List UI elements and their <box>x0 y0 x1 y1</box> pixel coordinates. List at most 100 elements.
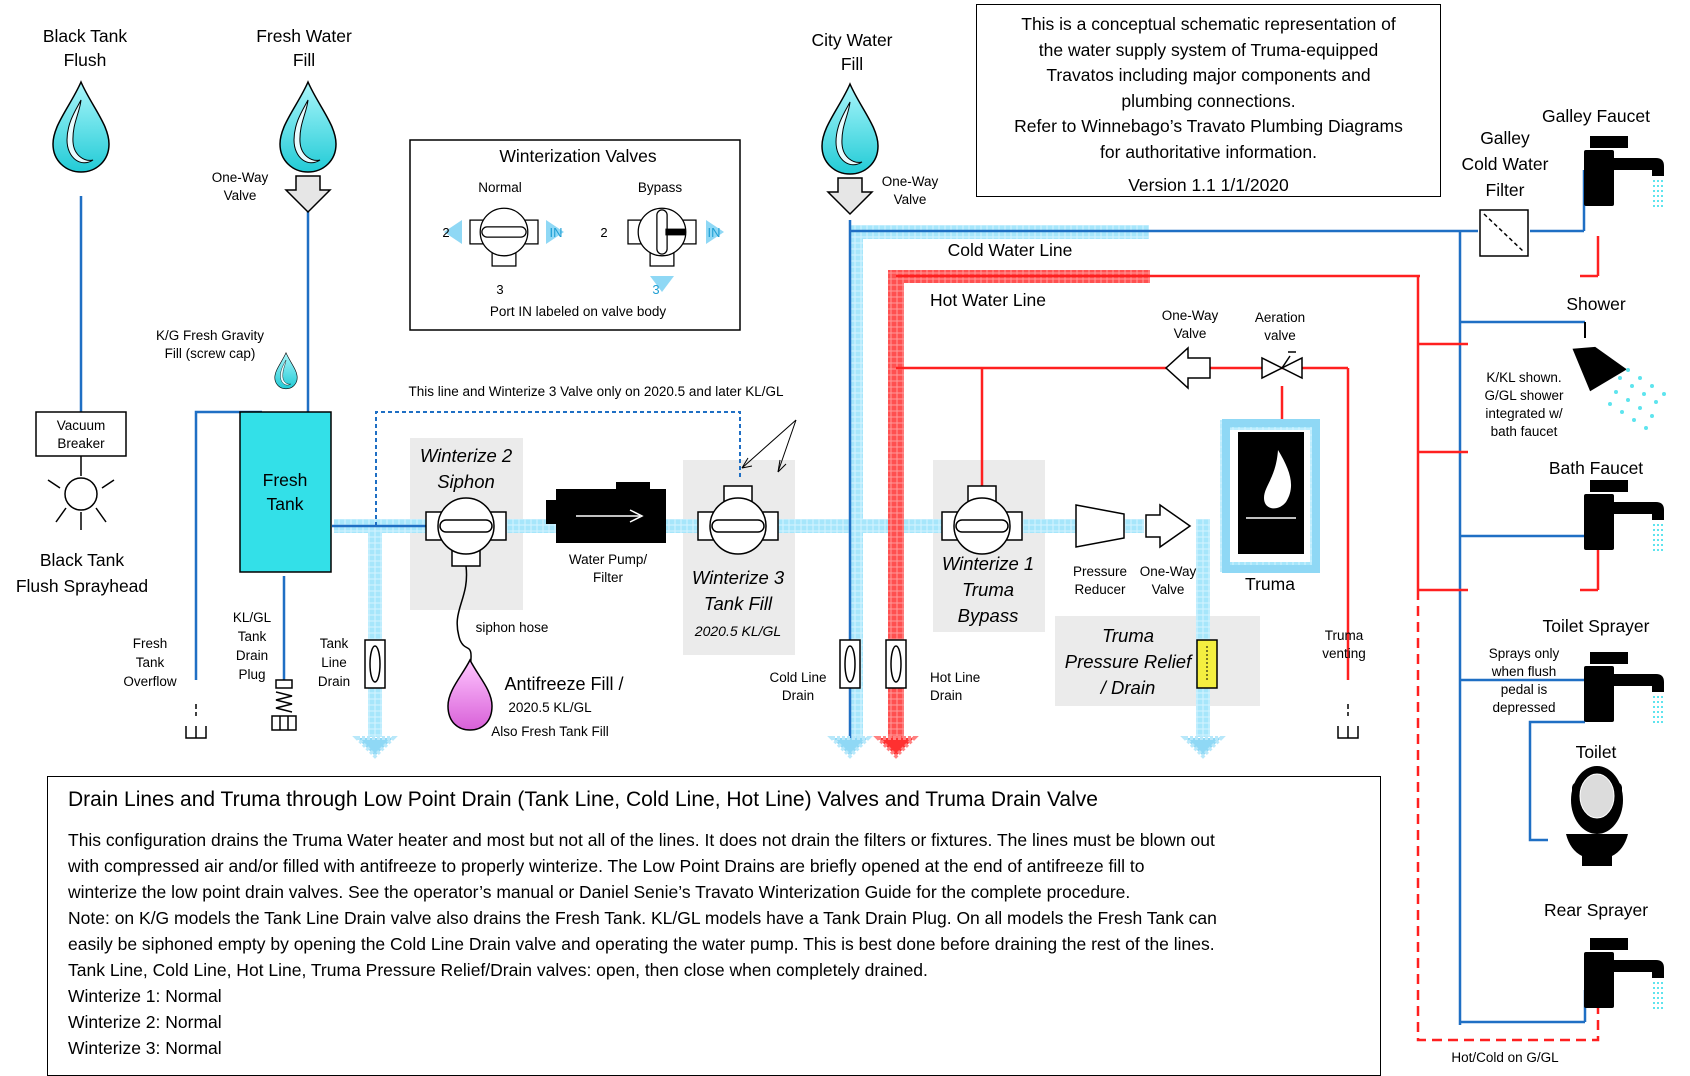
siphon-hose-label: siphon hose <box>476 620 549 635</box>
dashed-siphon-line <box>375 411 741 526</box>
hot-cold-gl-dashed <box>1416 590 1600 1042</box>
winterize3-note: 2020.5 KL/GL <box>694 623 781 639</box>
drain-instructions-line: with compressed air and/or filled with a… <box>68 856 1145 876</box>
one-way-valve-mid-arrow-icon <box>1145 503 1192 549</box>
note-line: Refer to Winnebago’s Travato Plumbing Di… <box>1014 116 1403 136</box>
cold-line-drain-valve[interactable] <box>839 639 861 689</box>
vacuum-breaker-box <box>35 411 127 457</box>
hot-water-line-label: Hot Water Line <box>930 290 1046 310</box>
truma-label: Truma <box>1245 574 1295 594</box>
aeration-valve-icon <box>1261 351 1303 380</box>
drain-instructions-line: This configuration drains the Truma Wate… <box>68 830 1215 850</box>
cold-line-drain-arrow-icon <box>830 736 870 758</box>
toilet-sprayer-label: Toilet Sprayer <box>1543 616 1650 636</box>
galley-faucet-label: Galley Faucet <box>1542 106 1650 126</box>
disclaimer-note: This is a conceptual schematic represent… <box>976 4 1441 197</box>
shower-label: Shower <box>1566 294 1626 314</box>
note-line: the water supply system of Truma-equippe… <box>1038 39 1379 60</box>
note-leader-lines <box>741 419 797 473</box>
city-one-way-valve-arrow-down-icon <box>826 177 874 216</box>
antifreeze-drop-icon <box>447 658 493 731</box>
truma-heater-glow <box>1222 419 1320 573</box>
tank-line-drain-valve[interactable] <box>364 639 386 689</box>
one-way-valve-arrow-down-icon <box>284 175 332 214</box>
note-version: Version 1.1 1/1/2020 <box>1128 175 1289 195</box>
drain-instructions-line: Winterize 2: Normal <box>68 1012 222 1032</box>
fresh-tank-overflow-drain-icon <box>185 703 207 739</box>
note-line: for authoritative information. <box>1100 141 1317 162</box>
rear-sprayer-icon <box>1583 937 1665 1011</box>
hot-cold-gl-label: Hot/Cold on G/GL <box>1451 1050 1559 1065</box>
note-line: Travatos including major components and <box>1046 65 1371 85</box>
drain-instructions-line: winterize the low point drain valves. Se… <box>68 882 1131 902</box>
galley-faucet-icon <box>1583 135 1665 209</box>
water-pump <box>546 482 666 543</box>
drain-instructions: Drain Lines and Truma through Low Point … <box>47 776 1381 1076</box>
drain-instructions-title: Drain Lines and Truma through Low Point … <box>68 788 1098 811</box>
legend-footer: Port IN labeled on valve body <box>490 304 667 319</box>
pressure-reducer-icon <box>1075 504 1125 548</box>
drain-instructions-line: Tank Line, Cold Line, Hot Line, Truma Pr… <box>68 960 928 980</box>
shower-head-icon <box>1572 322 1666 430</box>
hot-line-drain-valve[interactable] <box>885 639 907 689</box>
drain-instructions-line: Winterize 1: Normal <box>68 986 222 1006</box>
truma-relief-panel <box>1055 616 1260 706</box>
drain-plug-icon <box>271 679 297 731</box>
legend-bypass-port3: 3 <box>652 282 659 297</box>
truma-drain-arrow-icon <box>1183 736 1223 758</box>
siphon-hose <box>456 565 472 669</box>
toilet-label: Toilet <box>1576 742 1617 762</box>
antifreeze-fill-2-label: 2020.5 KL/GL <box>508 700 592 715</box>
truma-venting-drain-icon <box>1337 703 1359 739</box>
one-way-valve-top-arrow-icon <box>1164 346 1211 390</box>
bath-faucet-label: Bath Faucet <box>1549 458 1643 478</box>
drain-instructions-line: easily be siphoned empty by opening the … <box>68 934 1215 954</box>
legend-bypass-portin: IN <box>708 225 721 240</box>
antifreeze-fill-3-label: Also Fresh Tank Fill <box>491 724 609 739</box>
dashed-line-note: This line and Winterize 3 Valve only on … <box>409 384 784 399</box>
city-water-fill-drop-icon <box>821 83 879 175</box>
bath-faucet-icon <box>1583 479 1665 553</box>
legend-title: Winterization Valves <box>499 146 656 166</box>
legend-normal-port2: 2 <box>442 225 449 240</box>
legend-bypass-port2: 2 <box>600 225 607 240</box>
note-line: This is a conceptual schematic represent… <box>1021 14 1396 34</box>
cold-water-line-label: Cold Water Line <box>948 240 1073 260</box>
legend-normal-label: Normal <box>478 180 522 195</box>
legend-normal-port3: 3 <box>496 282 503 297</box>
winterization-valves-legend <box>409 139 741 331</box>
sprayhead-icon <box>47 477 115 530</box>
tank-line-drain-arrow-icon <box>355 736 395 758</box>
fresh-gravity-drop-icon <box>274 352 298 390</box>
legend-normal-portin: IN <box>550 225 563 240</box>
note-line: plumbing connections. <box>1121 90 1296 111</box>
legend-bypass-valve <box>627 207 724 292</box>
legend-bypass-label: Bypass <box>638 180 683 195</box>
flame-icon <box>1264 450 1292 509</box>
legend-normal-valve <box>444 207 564 267</box>
hot-flow-glow <box>888 270 904 740</box>
rear-sprayer-label: Rear Sprayer <box>1544 900 1648 920</box>
